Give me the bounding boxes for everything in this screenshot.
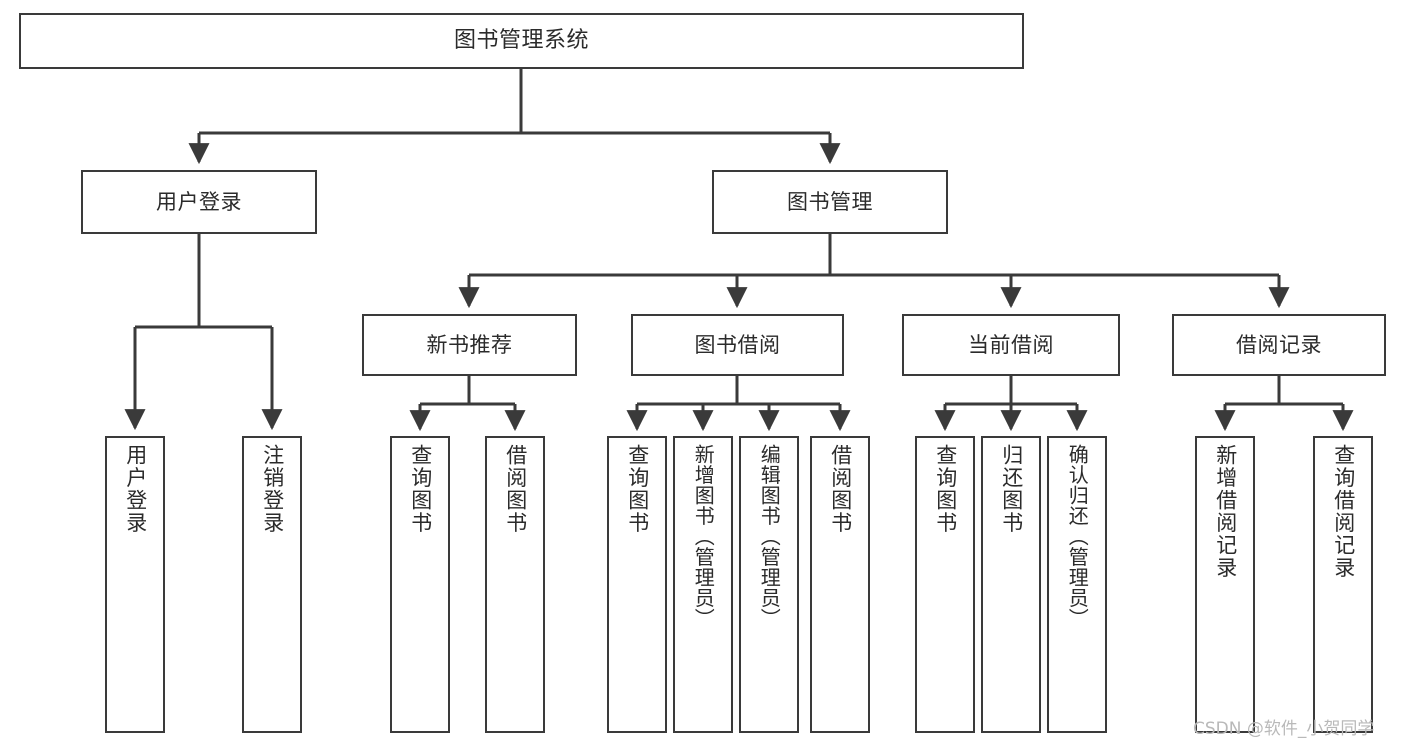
node-label: 借阅记录 (1236, 332, 1322, 357)
node-label: 图书管理 (787, 189, 873, 214)
node-current-borrow[interactable]: 当前借阅 (902, 314, 1120, 376)
node-leaf-query-record[interactable]: 查询借阅记录 (1313, 436, 1373, 733)
node-label: 查询图书 (408, 444, 433, 534)
node-leaf-confirm-return[interactable]: 确认归还（管理员） (1047, 436, 1107, 733)
node-new-book-recommend[interactable]: 新书推荐 (362, 314, 577, 376)
node-leaf-borrow-book-2[interactable]: 借阅图书 (810, 436, 870, 733)
node-label: 新增借阅记录 (1213, 444, 1238, 579)
node-label: 确认归还（管理员） (1065, 444, 1090, 629)
node-book-borrow[interactable]: 图书借阅 (631, 314, 844, 376)
node-root-book-management-system[interactable]: 图书管理系统 (19, 13, 1024, 69)
node-label: 查询图书 (933, 444, 958, 534)
node-label: 查询图书 (625, 444, 650, 534)
node-label: 图书借阅 (694, 332, 781, 357)
node-label: 注销登录 (260, 444, 285, 534)
node-label: 当前借阅 (968, 332, 1054, 357)
node-label: 借阅图书 (503, 444, 528, 534)
node-leaf-return-book[interactable]: 归还图书 (981, 436, 1041, 733)
node-label: 查询借阅记录 (1331, 444, 1356, 579)
node-label: 图书管理系统 (453, 28, 589, 54)
node-label: 用户登录 (123, 444, 148, 534)
node-leaf-logout[interactable]: 注销登录 (242, 436, 302, 733)
node-leaf-add-book[interactable]: 新增图书（管理员） (673, 436, 733, 733)
node-label: 用户登录 (156, 189, 242, 214)
node-label: 编辑图书（管理员） (757, 444, 782, 629)
node-label: 归还图书 (999, 444, 1024, 534)
watermark-text: CSDN @软件_小贺同学 (1193, 719, 1375, 739)
node-label: 新增图书（管理员） (691, 444, 716, 629)
node-label: 借阅图书 (828, 444, 853, 534)
node-leaf-query-book-2[interactable]: 查询图书 (607, 436, 667, 733)
node-leaf-user-login[interactable]: 用户登录 (105, 436, 165, 733)
node-user-login[interactable]: 用户登录 (81, 170, 317, 234)
node-leaf-query-book-1[interactable]: 查询图书 (390, 436, 450, 733)
node-leaf-borrow-book-1[interactable]: 借阅图书 (485, 436, 545, 733)
node-leaf-query-book-3[interactable]: 查询图书 (915, 436, 975, 733)
node-leaf-add-record[interactable]: 新增借阅记录 (1195, 436, 1255, 733)
node-borrow-record[interactable]: 借阅记录 (1172, 314, 1386, 376)
node-leaf-edit-book[interactable]: 编辑图书（管理员） (739, 436, 799, 733)
node-label: 新书推荐 (426, 332, 513, 357)
node-book-management[interactable]: 图书管理 (712, 170, 948, 234)
